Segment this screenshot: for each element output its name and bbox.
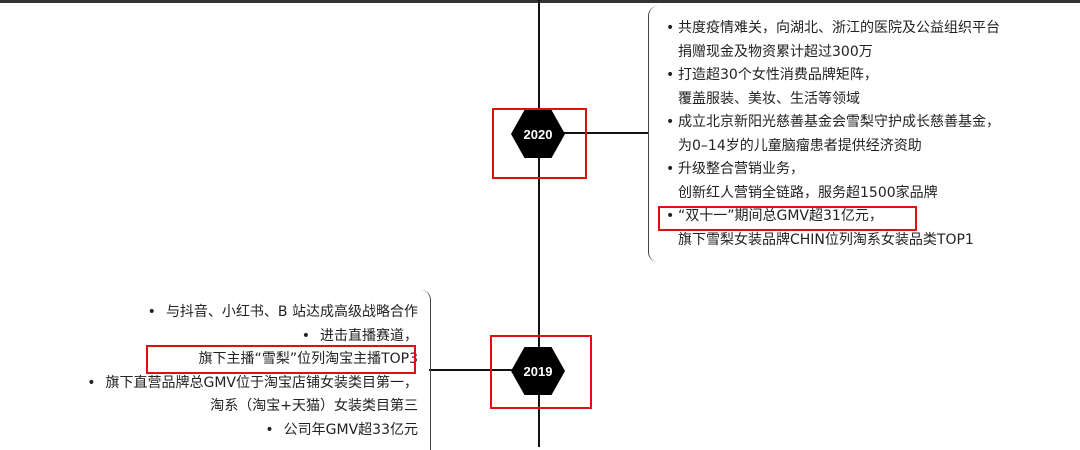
event-item: •与抖音、小红书、B 站达成高级战略合作 [147, 304, 418, 320]
card-2020 [648, 6, 1080, 262]
timeline-axis [538, 0, 540, 447]
year-label: 2020 [523, 126, 553, 142]
event-item-cont: 旗下雪梨女装品牌CHIN位列淘系女装品类TOP1 [678, 231, 974, 248]
highlight-box-double11 [658, 206, 917, 231]
connector-2020 [539, 132, 649, 134]
event-item-cont: 覆盖服装、美妆、生活等领域 [678, 90, 860, 107]
year-node-2019: 2019 [511, 347, 565, 395]
highlight-box-2019 [490, 335, 592, 409]
event-item-cont: 淘系（淘宝+天猫）女装类目第三 [210, 398, 418, 414]
highlight-box-2020 [492, 108, 587, 179]
year-node-2020: 2020 [511, 110, 565, 158]
connector-2019 [429, 369, 539, 371]
event-item-cont: 为0–14岁的儿童脑瘤患者提供经济资助 [678, 137, 922, 154]
event-item: •进击直播赛道， [301, 327, 418, 344]
event-item-cont: 旗下主播“雪梨”位列淘宝主播TOP3 [198, 351, 418, 367]
event-item: •公司年GMV超33亿元 [265, 421, 418, 438]
event-item: 成立北京新阳光慈善基金会雪梨守护成长慈善基金， [666, 111, 1000, 135]
year-label: 2019 [523, 363, 553, 379]
event-item: 共度疫情难关，向湖北、浙江的医院及公益组织平台 [666, 17, 1000, 41]
highlight-box-top3 [146, 345, 416, 374]
card-2019 [418, 290, 431, 450]
event-item: 升级整合营销业务， [666, 158, 1000, 182]
top-border [0, 0, 1080, 3]
event-item-cont: 创新红人营销全链路，服务超1500家品牌 [678, 184, 938, 201]
event-item-cont: 捐赠现金及物资累计超过300万 [678, 43, 873, 60]
event-item: •旗下直营品牌总GMV位于淘宝店铺女装类目第一， [87, 374, 418, 391]
events-2020: 共度疫情难关，向湖北、浙江的医院及公益组织平台 捐赠现金及物资累计超过300万 … [666, 17, 1000, 252]
event-item: 打造超30个女性消费品牌矩阵， [666, 64, 1000, 88]
event-item: “双十一”期间总GMV超31亿元， [666, 205, 1000, 229]
events-2019: •与抖音、小红书、B 站达成高级战略合作 •进击直播赛道， 旗下主播“雪梨”位列… [87, 301, 418, 442]
